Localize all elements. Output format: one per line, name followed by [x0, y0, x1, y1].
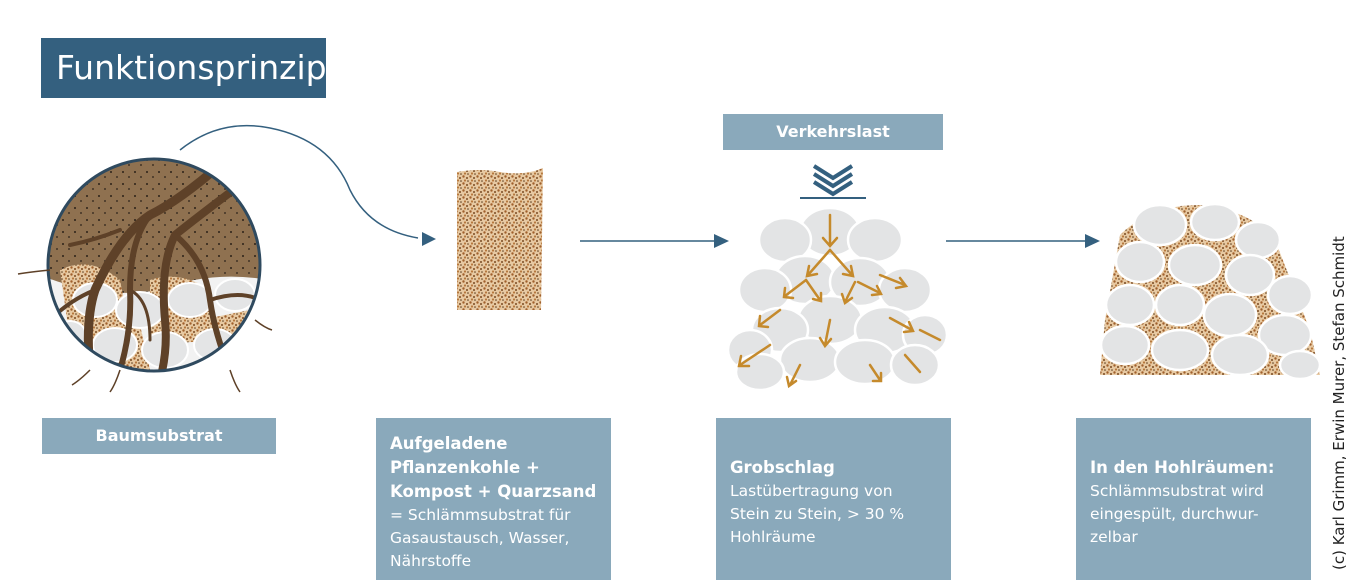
- label-baumsubstrat: Baumsubstrat: [42, 418, 276, 454]
- curved-arrow: [179, 124, 419, 239]
- tree-substrate-illustration: [17, 157, 273, 393]
- info-box-heading: Grobschlag: [730, 458, 835, 477]
- gravel-pile-load: [726, 206, 949, 392]
- info-box-heading: In den Hohlräumen:: [1090, 458, 1275, 477]
- substrate-sample: [457, 168, 543, 310]
- arrowhead-2: [714, 234, 729, 248]
- gravel-pile-filled: [1099, 202, 1322, 381]
- image-credit: (c) Karl Grimm, Erwin Murer, Stefan Schm…: [1330, 236, 1348, 570]
- load-chevrons-icon: [812, 164, 854, 197]
- info-box-substrate: Aufgeladene Pflanzenkohle + Kompost + Qu…: [376, 418, 611, 580]
- force-arrows: [737, 213, 942, 389]
- arrowhead-1: [422, 232, 436, 246]
- info-box-heading: Aufgeladene Pflanzenkohle + Kompost + Qu…: [390, 434, 597, 501]
- info-box-text: Lastübertragung von Stein zu Stein, > 30…: [730, 482, 905, 546]
- page-title: Funktionsprinzip: [41, 38, 327, 98]
- arrowhead-3: [1085, 234, 1100, 248]
- info-box-text: Schlämmsubstrat wird eingespült, durchwu…: [1090, 482, 1264, 546]
- label-verkehrslast: Verkehrslast: [723, 114, 943, 150]
- info-box-grobschlag: Grobschlag Lastübertragung von Stein zu …: [716, 418, 951, 580]
- info-box-text: = Schlämmsubstrat für Gasaustausch, Wass…: [390, 506, 571, 570]
- info-box-hohlraeume: In den Hohlräumen: Schlämmsubstrat wird …: [1076, 418, 1311, 580]
